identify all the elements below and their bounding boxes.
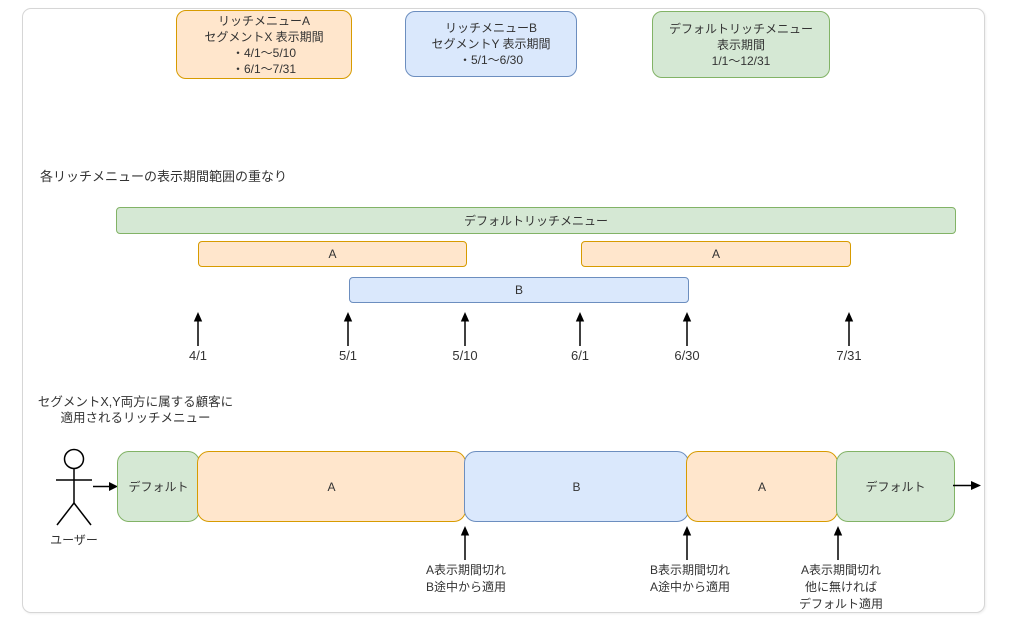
up-arrow-icon bbox=[843, 312, 855, 346]
legend-line: ・4/1〜5/10 bbox=[231, 45, 297, 60]
right-arrow-icon bbox=[93, 480, 118, 498]
segment-label: A bbox=[327, 479, 336, 494]
timeline-segment-a-1: A bbox=[197, 451, 466, 522]
bar-a-second-period: A bbox=[581, 241, 851, 267]
up-arrow-icon bbox=[832, 526, 844, 560]
date-label: 7/31 bbox=[836, 348, 862, 363]
bar-label: A bbox=[328, 247, 337, 261]
annotation-line: A表示期間切れ bbox=[800, 563, 881, 577]
date-label: 4/1 bbox=[188, 348, 208, 363]
legend-line: ・6/1〜7/31 bbox=[231, 61, 297, 76]
timeline-segment-default-1: デフォルト bbox=[117, 451, 200, 522]
annotation-a-expired-default-applied: A表示期間切れ 他に無ければ デフォルト適用 bbox=[766, 562, 916, 613]
legend-line: リッチメニューA bbox=[217, 13, 310, 28]
date-label: 5/1 bbox=[338, 348, 358, 363]
legend-default-richmenu: デフォルトリッチメニュー 表示期間 1/1〜12/31 bbox=[652, 11, 830, 78]
segment-label: デフォルト bbox=[865, 480, 926, 494]
annotation-line: 他に無ければ bbox=[804, 580, 877, 594]
up-arrow-icon bbox=[192, 312, 204, 346]
diagram-frame bbox=[22, 8, 985, 613]
segment-label: B bbox=[572, 479, 581, 494]
annotation-line: デフォルト適用 bbox=[798, 597, 883, 611]
date-label: 6/1 bbox=[570, 348, 590, 363]
bar-label: B bbox=[514, 283, 523, 297]
timeline-title-line: セグメントX,Y両方に属する顧客に bbox=[37, 395, 234, 409]
legend-line: 1/1〜12/31 bbox=[711, 53, 771, 68]
legend-richmenu-b: リッチメニューB セグメントY 表示期間 ・5/1〜6/30 bbox=[405, 11, 577, 77]
up-arrow-icon bbox=[459, 526, 471, 560]
date-label: 6/30 bbox=[674, 348, 700, 363]
timeline-section-title: セグメントX,Y両方に属する顧客に 適用されるリッチメニュー bbox=[28, 394, 243, 426]
annotation-line: A表示期間切れ bbox=[425, 563, 506, 577]
timeline-segment-default-2: デフォルト bbox=[836, 451, 955, 522]
user-stick-figure-icon bbox=[43, 447, 105, 529]
annotation-a-expired-b-applied: A表示期間切れ B途中から適用 bbox=[391, 562, 541, 596]
timeline-title-line: 適用されるリッチメニュー bbox=[60, 411, 211, 425]
annotation-line: B表示期間切れ bbox=[649, 563, 730, 577]
timeline-segment-b: B bbox=[464, 451, 689, 522]
legend-line: デフォルトリッチメニュー bbox=[668, 21, 813, 36]
bar-b-period: B bbox=[349, 277, 689, 303]
legend-line: ・5/1〜6/30 bbox=[458, 53, 524, 67]
up-arrow-icon bbox=[681, 526, 693, 560]
segment-label: デフォルト bbox=[128, 480, 189, 494]
overlap-section-title: 各リッチメニューの表示期間範囲の重なり bbox=[40, 169, 288, 184]
legend-line: セグメントX 表示期間 bbox=[204, 29, 324, 44]
annotation-line: B途中から適用 bbox=[425, 580, 506, 594]
user-label: ユーザー bbox=[50, 533, 98, 547]
up-arrow-icon bbox=[574, 312, 586, 346]
up-arrow-icon bbox=[342, 312, 354, 346]
legend-line: 表示期間 bbox=[716, 37, 765, 52]
annotation-b-expired-a-applied: B表示期間切れ A途中から適用 bbox=[615, 562, 765, 596]
legend-line: リッチメニューB bbox=[444, 21, 537, 35]
legend-line: セグメントY 表示期間 bbox=[431, 37, 551, 51]
bar-a-first-period: A bbox=[198, 241, 467, 267]
timeline-segment-a-2: A bbox=[686, 451, 838, 522]
bar-label: デフォルトリッチメニュー bbox=[463, 214, 608, 228]
up-arrow-icon bbox=[459, 312, 471, 346]
bar-label: A bbox=[711, 247, 720, 261]
right-arrow-icon bbox=[953, 479, 981, 497]
bar-default-richmenu: デフォルトリッチメニュー bbox=[116, 207, 956, 234]
date-label: 5/10 bbox=[452, 348, 478, 363]
annotation-line: A途中から適用 bbox=[649, 580, 730, 594]
up-arrow-icon bbox=[681, 312, 693, 346]
segment-label: A bbox=[757, 479, 766, 494]
legend-richmenu-a: リッチメニューA セグメントX 表示期間 ・4/1〜5/10 ・6/1〜7/31 bbox=[176, 10, 352, 79]
